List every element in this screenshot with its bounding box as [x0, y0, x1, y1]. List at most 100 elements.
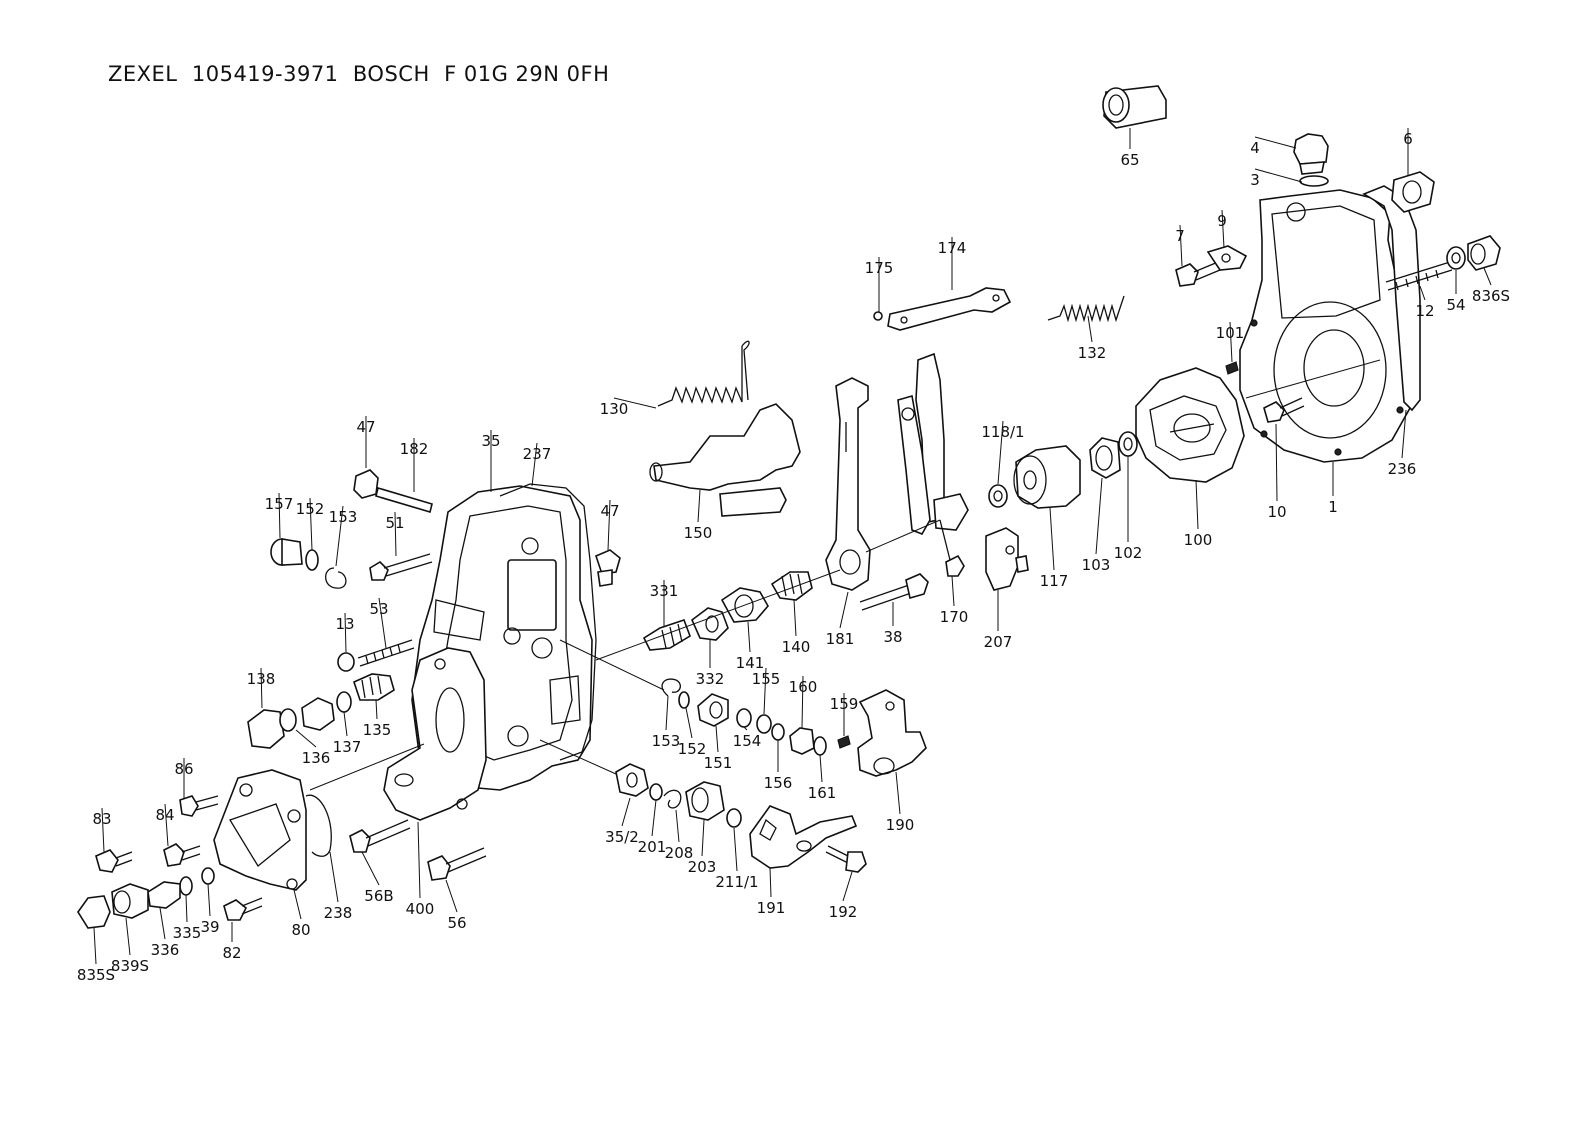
- callout-label-155: 155: [752, 670, 781, 688]
- part-clip-175: [873, 311, 883, 321]
- callout-leader-140: [793, 599, 797, 637]
- assembly-axis-line: [539, 739, 617, 775]
- callout-leader-152b: [685, 707, 693, 739]
- part-o-ring-152-upper: [305, 549, 319, 571]
- callout-label-192: 192: [829, 903, 858, 921]
- callout-label-13: 13: [335, 615, 354, 633]
- callout-leader-190: [895, 771, 901, 815]
- callout-label-331: 331: [650, 582, 679, 600]
- callout-label-137: 137: [333, 738, 362, 756]
- part-cap-836s: [1467, 235, 1501, 271]
- part-sleeve-151: [697, 693, 729, 727]
- callout-leader-170: [951, 575, 955, 607]
- part-plug-47-right: [595, 549, 621, 587]
- callout-label-56: 56: [447, 914, 466, 932]
- part-plug-bolt-4: [1293, 133, 1329, 175]
- part-sleeve-103: [1089, 437, 1121, 479]
- callout-leader-103: [1095, 477, 1103, 555]
- part-snap-ring-153-upper: [325, 567, 347, 589]
- callout-label-7: 7: [1175, 227, 1185, 245]
- part-spring-130: [657, 340, 750, 407]
- part-nut-54: [1446, 246, 1466, 270]
- callout-leader-237: [531, 442, 538, 487]
- assembly-axis-line: [1245, 359, 1381, 399]
- callout-leader-117: [1049, 507, 1055, 571]
- part-plate-9: [1206, 245, 1248, 271]
- part-governor-housing-1: [1239, 185, 1421, 463]
- part-washer-156: [771, 723, 785, 741]
- part-drawings: [77, 85, 1501, 929]
- part-pin-101: [1225, 361, 1239, 375]
- callout-label-83: 83: [92, 810, 111, 828]
- part-lever-181: [825, 377, 871, 591]
- callout-leader-137: [343, 711, 348, 737]
- callout-leader-101: [1229, 321, 1233, 363]
- callout-label-47a: 47: [356, 418, 375, 436]
- part-bolt-82: [223, 897, 263, 921]
- callout-leader-201: [651, 799, 657, 837]
- callout-leader-191: [769, 867, 772, 898]
- callout-label-47b: 47: [600, 502, 619, 520]
- callout-leader-3: [1254, 168, 1303, 183]
- callout-label-101: 101: [1216, 324, 1245, 342]
- callout-leader-181: [839, 591, 849, 629]
- part-fitting-35-2: [615, 763, 649, 797]
- callout-label-103: 103: [1082, 556, 1111, 574]
- part-pin-159: [837, 735, 851, 749]
- callout-label-54: 54: [1446, 296, 1465, 314]
- callout-label-51: 51: [385, 514, 404, 532]
- callout-label-65: 65: [1120, 151, 1139, 169]
- callout-label-4: 4: [1250, 139, 1260, 157]
- part-screw-53: [357, 639, 415, 667]
- part-fitting-6: [1391, 171, 1435, 213]
- callout-leader-100: [1195, 479, 1199, 530]
- callout-label-102: 102: [1114, 544, 1143, 562]
- part-bushing-203: [685, 781, 725, 821]
- callout-label-182: 182: [400, 440, 429, 458]
- part-nut-332: [691, 607, 729, 641]
- callout-leader-12: [1419, 285, 1426, 301]
- part-bolt-84: [163, 843, 201, 867]
- callout-label-130: 130: [600, 400, 629, 418]
- callout-label-203: 203: [688, 858, 717, 876]
- assembly-axis-line: [309, 743, 425, 791]
- part-lever-174: [887, 287, 1012, 331]
- part-bracket-190: [857, 689, 927, 777]
- callout-label-190: 190: [886, 816, 915, 834]
- callout-leader-238: [329, 851, 339, 903]
- callout-label-118-1: 118/1: [981, 423, 1024, 441]
- part-bolt-86: [179, 795, 219, 817]
- callout-label-152a: 152: [296, 500, 325, 518]
- callout-label-39: 39: [200, 918, 219, 936]
- callout-leader-7: [1179, 224, 1183, 267]
- callout-label-38: 38: [883, 628, 902, 646]
- callout-label-151: 151: [704, 754, 733, 772]
- callout-leader-835s: [93, 927, 97, 965]
- part-shim-102: [1118, 431, 1138, 457]
- callout-label-82: 82: [222, 944, 241, 962]
- part-bolt-83: [95, 849, 133, 873]
- callout-leader-151: [715, 725, 719, 753]
- callout-leader-51: [394, 511, 397, 557]
- callout-label-135: 135: [363, 721, 392, 739]
- callout-leader-47b: [607, 499, 611, 551]
- part-spring-208: [663, 789, 682, 809]
- callout-label-152b: 152: [678, 740, 707, 758]
- part-bolt-7: [1175, 261, 1221, 287]
- callout-leader-118-1: [997, 420, 1004, 485]
- callout-leader-335: [185, 894, 188, 923]
- part-piston-160: [789, 727, 815, 755]
- assembly-axis-line: [559, 639, 665, 691]
- callout-label-138: 138: [247, 670, 276, 688]
- callout-label-170: 170: [940, 608, 969, 626]
- callout-label-208: 208: [665, 844, 694, 862]
- callout-leader-839s: [125, 917, 131, 956]
- callout-leader-236: [1401, 409, 1407, 459]
- callout-label-236: 236: [1388, 460, 1417, 478]
- callout-label-335: 335: [173, 924, 202, 942]
- part-spring-132: [1047, 295, 1125, 323]
- callout-label-332: 332: [696, 670, 725, 688]
- part-plug-47-left: [353, 469, 379, 499]
- callout-label-157: 157: [265, 495, 294, 513]
